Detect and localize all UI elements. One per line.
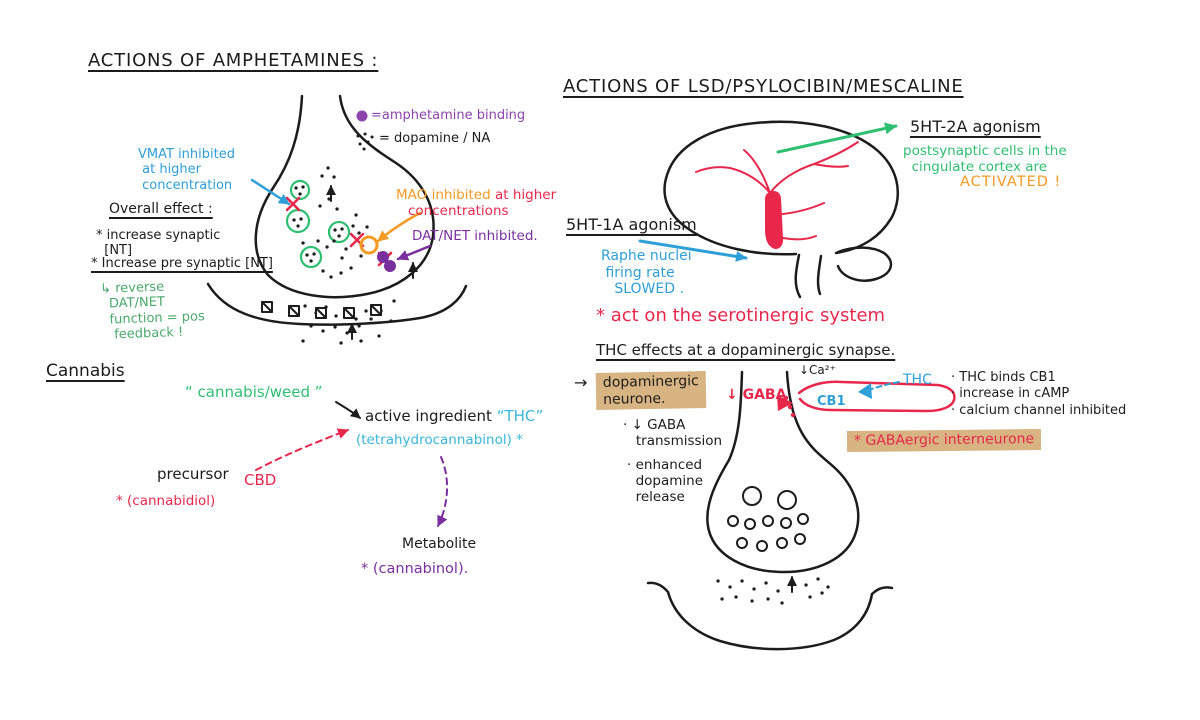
postsynaptic-membrane-outline bbox=[206, 282, 468, 326]
presynaptic-terminal-outline bbox=[254, 94, 435, 299]
ht2a-arrow bbox=[776, 122, 898, 154]
cbd-full-name: * (cannabidiol) bbox=[116, 493, 216, 509]
gaba-arrowhead bbox=[777, 395, 793, 411]
ht1a-description: Raphe nuclei firing rate SLOWED . bbox=[601, 248, 692, 298]
amphetamines-title: ACTIONS OF AMPHETAMINES : bbox=[88, 50, 379, 71]
enhanced-dopamine-bullet: · enhanced dopamine release bbox=[627, 457, 704, 505]
thc-binding-arrowhead bbox=[858, 383, 872, 399]
amphetamine-dot-icon bbox=[356, 110, 368, 122]
serotonergic-note: * act on the serotinergic system bbox=[596, 305, 886, 326]
thc-full-name: (tetrahydrocannabinol) * bbox=[356, 432, 523, 448]
cannabis-title: Cannabis bbox=[46, 361, 125, 381]
gaba-interneurone-outline bbox=[797, 380, 956, 413]
gaba-down-label: ↓ GABA bbox=[726, 387, 787, 403]
thc-postsynaptic-outline bbox=[646, 581, 894, 651]
legend-amphetamine-label: =amphetamine binding bbox=[371, 108, 526, 123]
gabaergic-interneurone-label: * GABAergic interneurone bbox=[846, 428, 1042, 452]
thc-to-metabolite-arrow bbox=[437, 456, 449, 527]
ht1a-arrow bbox=[638, 239, 748, 262]
calcium-label: ↓Ca²⁺ bbox=[799, 363, 836, 377]
gaba-transmission-bullet: · ↓ GABA transmission bbox=[623, 417, 723, 449]
vesicle-dots bbox=[292, 185, 344, 263]
brain-outline bbox=[663, 120, 900, 256]
thc-name-label: “THC” bbox=[496, 407, 544, 425]
raphe-nuclei-shape bbox=[765, 190, 784, 249]
overall-effect-heading: Overall effect : bbox=[109, 201, 213, 217]
ht2a-activated-label: ACTIVATED ! bbox=[960, 174, 1062, 190]
thc-vesicle-icons bbox=[727, 486, 809, 552]
metabolite-name: * (cannabinol). bbox=[361, 561, 469, 577]
weed-to-thc-arrow bbox=[335, 401, 361, 419]
mao-label-orange: MAO inhibited bbox=[396, 187, 495, 203]
cbd-label: CBD bbox=[244, 471, 277, 489]
effect-increase-synaptic: * increase synaptic [NT] bbox=[96, 228, 221, 259]
brainstem-outline bbox=[794, 253, 823, 299]
metabolite-label: Metabolite bbox=[402, 536, 477, 552]
thc-binding-label: THC bbox=[903, 372, 932, 388]
dopaminergic-neurone-outline bbox=[706, 370, 860, 574]
dat-arrow bbox=[396, 244, 432, 261]
cerebellum-outline bbox=[836, 246, 893, 282]
vesicle-icons bbox=[285, 179, 351, 269]
vmat-arrow bbox=[250, 178, 291, 206]
dat-net-transporter-icon bbox=[377, 251, 396, 272]
vmat-label: VMAT inhibited at higher concentration bbox=[138, 147, 235, 193]
cannabis-flow-arrows bbox=[255, 401, 449, 527]
mao-label-pink: at higher bbox=[494, 187, 557, 203]
dopamine-dots bbox=[301, 166, 369, 279]
cbd-to-thc-arrow bbox=[255, 428, 349, 471]
release-up-arrows bbox=[326, 185, 418, 340]
active-ingredient-label: active ingredient bbox=[365, 407, 497, 425]
dopamine-dots-icon bbox=[356, 132, 374, 151]
thc-cleft-dots bbox=[716, 577, 830, 605]
active-ingredient-line: active ingredient “THC” bbox=[365, 407, 544, 426]
legend-dopamine-label: = dopamine / NA bbox=[379, 131, 491, 146]
pointer-arrow: → bbox=[574, 373, 588, 392]
ht1a-heading: 5HT-1A agonism bbox=[566, 215, 697, 234]
mao-enzyme-icon bbox=[359, 235, 379, 255]
dat-label: DAT/NET inhibited. bbox=[412, 228, 538, 244]
effect-increase-presynaptic: * Increase pre synaptic [NT] bbox=[91, 256, 273, 271]
cb1-receptor-label: CB1 bbox=[817, 394, 846, 409]
ht2a-heading: 5HT-2A agonism bbox=[910, 117, 1041, 136]
reverse-dat-note: ↳ reverse DAT/NET function = pos feedbac… bbox=[99, 279, 206, 343]
cannabis-weed-label: “ cannabis/weed ” bbox=[185, 383, 323, 401]
dopaminergic-neurone-label: dopaminergic neurone. bbox=[595, 371, 707, 410]
mao-arrow bbox=[376, 211, 422, 243]
thc-synapse-drawing bbox=[646, 370, 956, 651]
lsd-title: ACTIONS OF LSD/PSYLOCIBIN/MESCALINE bbox=[563, 76, 964, 97]
precursor-label: precursor bbox=[157, 465, 229, 483]
amphetamine-synapse-drawing bbox=[206, 94, 468, 345]
thc-effects-bullets: · THC binds CB1 · increase in cAMP · cal… bbox=[951, 370, 1127, 418]
serotonergic-projections bbox=[695, 141, 859, 241]
thc-synapse-title: THC effects at a dopaminergic synapse. bbox=[596, 341, 896, 359]
brain-drawing bbox=[638, 120, 900, 299]
ht2a-description: postsynaptic cells in the cingulate cort… bbox=[903, 143, 1067, 175]
mao-label-line2: concentrations bbox=[408, 202, 509, 219]
postsynaptic-receptor-icons bbox=[261, 301, 382, 319]
